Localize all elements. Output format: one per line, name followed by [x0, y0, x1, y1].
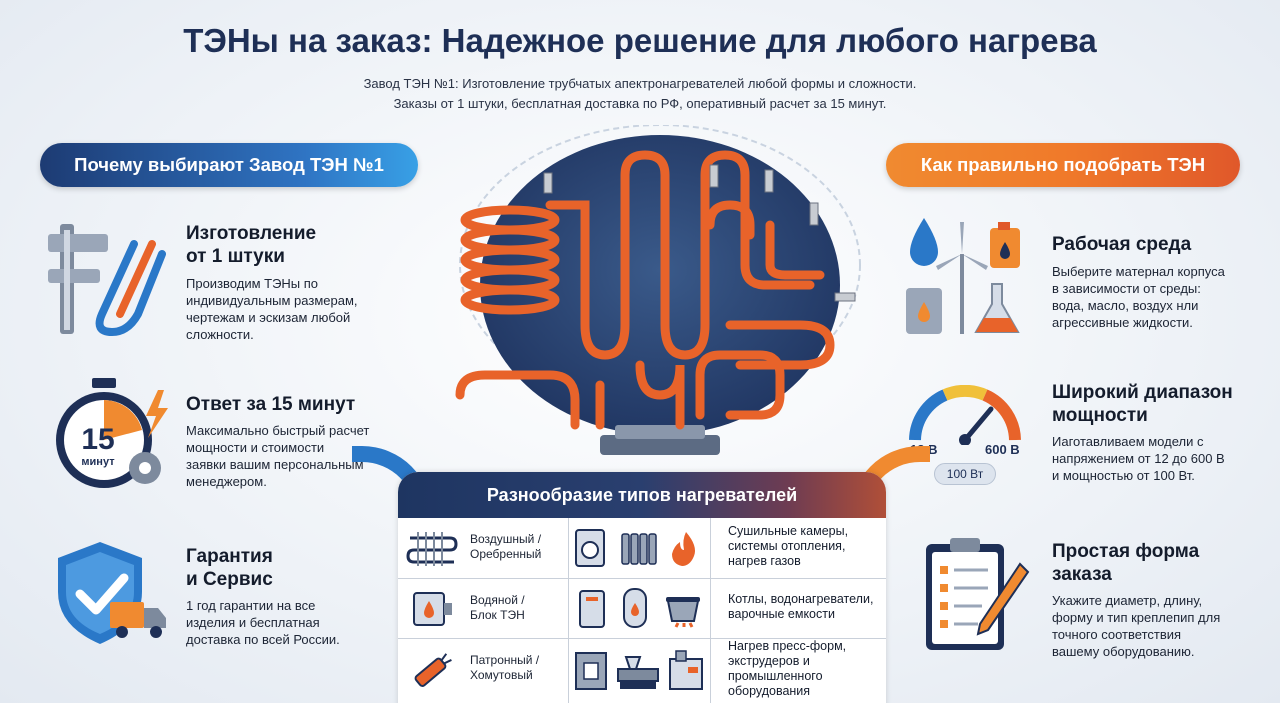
feature-fast-answer-title: Ответ за 15 минут: [186, 394, 356, 415]
flame-icon: [672, 532, 695, 566]
heater-types-title: Разнообразие типов нагревателей: [398, 472, 886, 518]
boiler-pot-icons: [579, 588, 700, 628]
type-cartridge-name: Патронный / Хомутовый: [470, 653, 540, 682]
feature-power-title-2: мощности: [1052, 405, 1148, 426]
subtitle-line-2: Заказы от 1 штуки, бесплатная доставка п…: [393, 96, 887, 111]
block-heater-icon: [413, 592, 452, 626]
shield-check-icon: [58, 542, 166, 644]
feature-power-text: Иаготавливаем модели с напряжением от 12…: [1052, 434, 1225, 483]
feature-order-title-2: заказа: [1052, 564, 1112, 585]
finned-heater-icon: [406, 532, 458, 566]
types-row-water: Водяной / Блок ТЭН Котлы, водонагревател…: [398, 578, 886, 638]
cartridge-heater-icon: [414, 653, 452, 687]
types-divider-1: [568, 518, 569, 703]
feature-medium-text: Выберите матернал корпуса в зависимости …: [1052, 264, 1225, 330]
types-divider-2: [710, 518, 711, 703]
clipboard-icon: [926, 538, 1030, 650]
oil-can-icon: [990, 222, 1020, 268]
mold-extruder-industrial-icons: [575, 650, 703, 690]
drop-icon: [910, 218, 938, 266]
extruder-icon: [617, 656, 659, 689]
type-water-desc: Котлы, водонагреватели, варочные емкости: [728, 592, 874, 621]
industrial-equipment-icon: [669, 650, 703, 690]
page-title: ТЭНы на заказ: Надежное решение для любо…: [183, 22, 1097, 59]
feature-guarantee-title-1: Гарантия: [186, 546, 273, 567]
why-choose-pill: Почему выбирают Завод ТЭН №1: [40, 143, 418, 187]
type-air-desc: Сушильные камеры, системы отопления, наг…: [728, 524, 849, 568]
feature-guarantee-text: 1 год гарантии на все изделия и бесплатн…: [186, 598, 340, 647]
how-to-choose-label: Как правильно подобрать ТЭН: [920, 154, 1206, 175]
heater-coil-illustration: [455, 125, 861, 455]
feature-power-title-1: Широкий диапазон: [1052, 382, 1233, 403]
feature-from-one-title-2: от 1 штуки: [186, 246, 285, 267]
feature-order-text: Укажите диаметр, длину, форму и тип креп…: [1052, 593, 1221, 659]
timer-number: 15: [81, 423, 115, 456]
type-water-name: Водяной / Блок ТЭН: [470, 593, 525, 622]
working-environment-icons: [906, 218, 1020, 334]
stopwatch-icon: [56, 378, 168, 488]
heater-types-panel: Разнообразие типов нагревателей Воздушны…: [398, 472, 886, 703]
subtitle-line-1: Завод ТЭН №1: Изготовление трубчатых апе…: [363, 76, 917, 91]
boiler-icon: [579, 590, 605, 628]
type-cartridge-desc: Нагрев пресс-форм, экструдеров и промышл…: [728, 639, 847, 698]
feature-fast-answer-text: Максимально быстрый расчет мощности и ст…: [186, 423, 370, 489]
feature-medium-title: Рабочая среда: [1052, 234, 1192, 255]
feature-from-one-text: Производим ТЭНы по индивидуальным размер…: [186, 276, 358, 342]
pot-icon: [666, 600, 700, 622]
dryer-radiator-flame-icons: [575, 529, 695, 567]
why-choose-label: Почему выбирают Завод ТЭН №1: [74, 154, 384, 175]
type-air-name: Воздушный / Оребренный: [470, 532, 542, 561]
gauge-power-badge: 100 Вт: [934, 463, 996, 485]
gauge-icon: [909, 385, 1021, 445]
pencil-icon: [976, 562, 1030, 636]
gauge-max-label: 600 В: [985, 442, 1020, 457]
caliper-icon: [48, 224, 166, 337]
truck-icon: [110, 602, 166, 638]
types-row-cartridge: Патронный / Хомутовый Нагрев пресс-форм,…: [398, 638, 886, 698]
radiator-icon: [621, 533, 657, 565]
flask-icon: [974, 283, 1020, 333]
wind-turbine-icon: [936, 222, 988, 334]
feature-from-one-title-1: Изготовление: [186, 223, 317, 244]
feature-order-title-1: Простая форма: [1052, 541, 1200, 562]
how-to-choose-pill: Как правильно подобрать ТЭН: [886, 143, 1240, 187]
feature-guarantee-title-2: и Сервис: [186, 569, 273, 590]
types-row-air: Воздушный / Оребренный Сушильные камеры,…: [398, 518, 886, 578]
timer-unit: минут: [81, 456, 115, 468]
